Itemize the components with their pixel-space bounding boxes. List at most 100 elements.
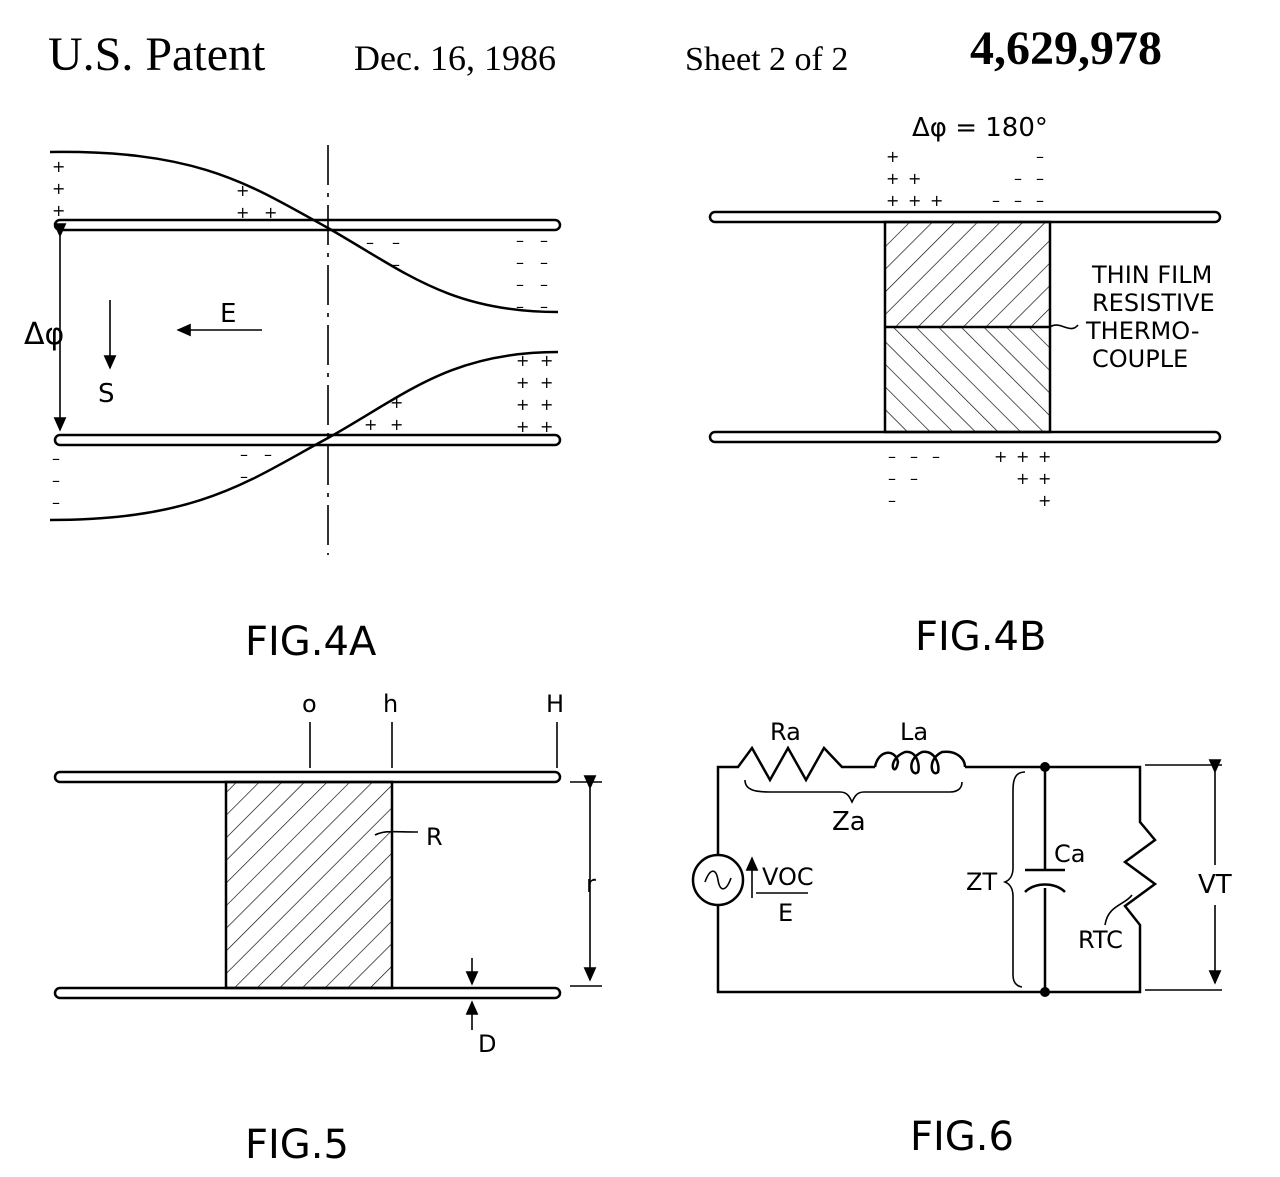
svg-text:–: – [932,447,940,466]
label-r: r [586,870,596,898]
node-top [1040,762,1050,772]
label-ZT: ZT [966,868,997,896]
svg-text:–: – [516,253,524,272]
svg-text:–: – [52,471,60,490]
svg-text:+: + [264,203,277,222]
fig-5-caption: FIG.5 [245,1122,349,1168]
svg-text:+: + [1038,447,1051,466]
thermocouple-lower-film [885,327,1050,432]
svg-text:–: – [1036,147,1044,166]
label-La: La [900,718,928,746]
svg-text:THERMO-: THERMO- [1085,317,1199,345]
svg-text:+: + [364,415,377,434]
svg-text:–: – [392,255,400,274]
svg-text:–: – [540,231,548,250]
zt-brace [1002,771,1026,988]
svg-text:+: + [540,395,553,414]
svg-text:–: – [240,467,248,486]
circuit-wiring [716,765,1158,994]
svg-text:+: + [908,169,921,188]
svg-text:–: – [540,275,548,294]
fig-4b-caption: FIG.4B [915,614,1046,660]
inductor-La [873,750,967,775]
svg-text:–: – [910,447,918,466]
svg-text:+: + [994,447,1007,466]
delta-phi-label: Δφ [24,317,64,352]
svg-text:–: – [1014,191,1022,210]
upper-conductor [708,210,1222,224]
phase-label: Δφ = 180° [912,113,1048,143]
label-VT: VT [1198,870,1232,900]
leader-R [374,830,419,836]
s-label: S [98,379,115,409]
rtc-leader [1104,894,1133,926]
fig-6-caption: FIG.6 [910,1114,1014,1160]
label-E: E [778,899,793,927]
fig-6: VOC E Ra La Za Ca ZT RTC VT FIG.6 [691,718,1236,1160]
upper-conductor [53,770,562,784]
svg-text:+: + [236,181,249,200]
label-h: h [383,690,398,718]
svg-text:+: + [52,157,65,176]
svg-text:–: – [516,297,524,316]
vt-label-bg [1196,865,1236,905]
svg-text:–: – [910,469,918,488]
ac-source [691,853,745,907]
svg-text:+: + [516,417,529,436]
svg-text:+: + [1038,491,1051,510]
label-H: H [546,690,564,718]
header-patent-number: 4,629,978 [970,22,1162,75]
svg-text:+: + [1038,469,1051,488]
header-date: Dec. 16, 1986 [354,38,556,78]
svg-text:+: + [886,169,899,188]
svg-text:–: – [392,233,400,252]
svg-text:+: + [540,351,553,370]
header-title: U.S. Patent [48,28,266,81]
svg-text:+: + [930,191,943,210]
svg-text:–: – [1014,169,1022,188]
header: U.S. Patent Dec. 16, 1986 Sheet 2 of 2 4… [48,22,1162,81]
upper-conductor [53,218,562,232]
svg-text:+: + [52,201,65,220]
resistive-film [226,782,392,988]
svg-text:+: + [390,393,403,412]
label-R: R [426,823,443,851]
svg-text:+: + [886,191,899,210]
svg-text:–: – [992,191,1000,210]
svg-text:+: + [540,373,553,392]
header-sheet: Sheet 2 of 2 [685,41,848,78]
label-RTC: RTC [1078,926,1123,954]
svg-text:–: – [540,297,548,316]
label-D: D [478,1030,496,1058]
svg-text:THIN FILM: THIN FILM [1091,261,1212,289]
fig-4a: Δφ S E + + + + + + – – – – – – – – – – –… [24,145,562,665]
svg-text:COUPLE: COUPLE [1092,345,1188,373]
svg-text:–: – [1036,191,1044,210]
za-brace [744,779,963,804]
charge-signs: + + + + + + – – – – – – – – – – – + + + … [52,157,553,512]
label-Ra: Ra [770,718,801,746]
svg-text:–: – [516,275,524,294]
svg-text:–: – [1036,169,1044,188]
svg-text:–: – [240,445,248,464]
svg-text:–: – [52,449,60,468]
svg-text:–: – [264,445,272,464]
svg-text:–: – [540,253,548,272]
svg-text:+: + [516,351,529,370]
thermocouple-upper-film [885,222,1050,327]
lower-conductor [53,433,562,447]
e-label: E [220,299,236,329]
leader-line [1049,324,1079,330]
svg-text:–: – [888,447,896,466]
svg-text:–: – [516,231,524,250]
svg-text:+: + [516,395,529,414]
svg-text:+: + [236,203,249,222]
fig-4a-caption: FIG.4A [245,619,377,665]
upper-field-curve [49,150,559,314]
label-voc: VOC [762,863,814,891]
charge-signs: + + + + + + – – – – – – – – – – – – + + … [886,147,1051,510]
svg-text:+: + [1016,469,1029,488]
lower-conductor [708,430,1222,444]
